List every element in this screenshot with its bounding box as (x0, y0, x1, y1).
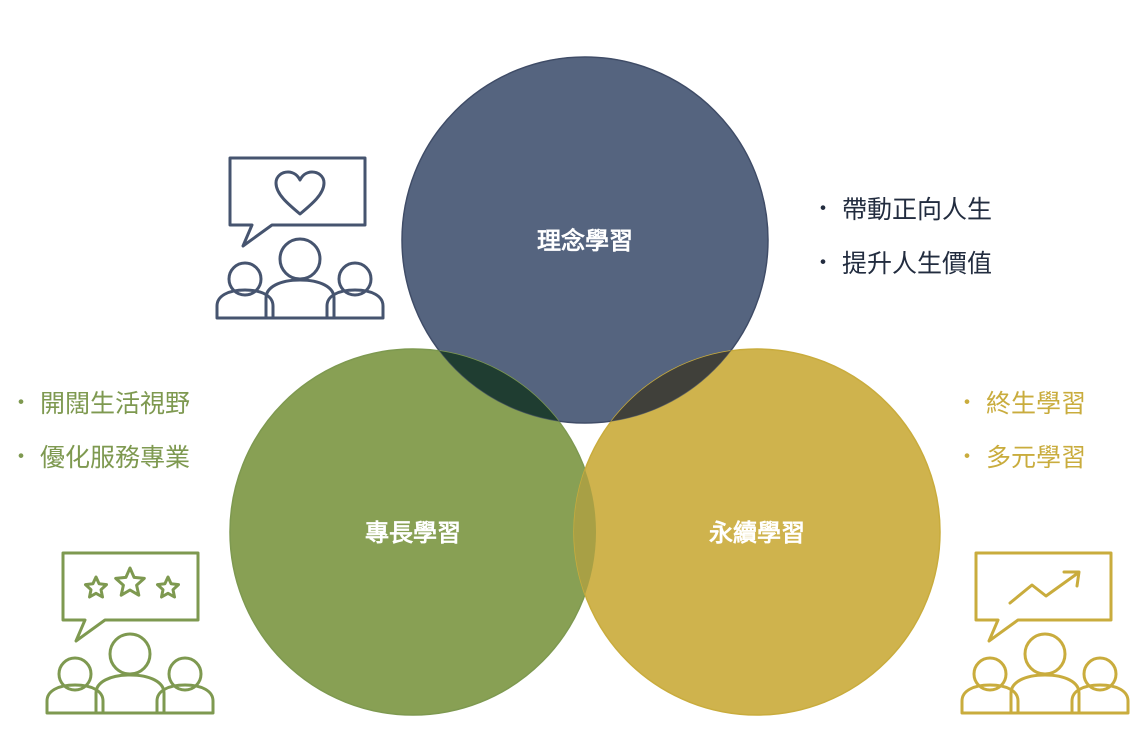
bullet-dot: ・ (812, 197, 835, 222)
bullet-dot: ・ (956, 445, 979, 470)
bullet-text: 終生學習 (986, 389, 1087, 418)
circle-label-concept: 理念學習 (537, 227, 633, 255)
group-with-stars-bubble-icon (45, 551, 215, 715)
bullet-text: 帶動正向人生 (842, 195, 993, 224)
list-item: ・帶動正向人生 (812, 196, 992, 224)
bullet-text: 開闊生活視野 (40, 389, 191, 418)
group-with-heart-bubble-icon (215, 156, 385, 320)
bullet-list-specialty: ・開闊生活視野 ・優化服務專業 (10, 390, 190, 498)
bullet-dot: ・ (812, 251, 835, 276)
list-item: ・優化服務專業 (10, 444, 190, 472)
list-item: ・提升人生價值 (812, 250, 992, 278)
bullet-text: 優化服務專業 (40, 443, 191, 472)
list-item: ・多元學習 (956, 444, 1086, 472)
bullet-text: 提升人生價值 (842, 249, 993, 278)
circle-label-sustainable: 永續學習 (709, 519, 805, 547)
circle-label-specialty: 專長學習 (365, 519, 461, 547)
list-item: ・終生學習 (956, 390, 1086, 418)
bullet-dot: ・ (10, 445, 33, 470)
bullet-list-sustainable: ・終生學習 ・多元學習 (956, 390, 1086, 498)
list-item: ・開闊生活視野 (10, 390, 190, 418)
bullet-list-concept: ・帶動正向人生 ・提升人生價值 (812, 196, 992, 304)
bullet-dot: ・ (956, 391, 979, 416)
group-with-growth-chart-bubble-icon (960, 551, 1130, 715)
bullet-dot: ・ (10, 391, 33, 416)
bullet-text: 多元學習 (986, 443, 1087, 472)
